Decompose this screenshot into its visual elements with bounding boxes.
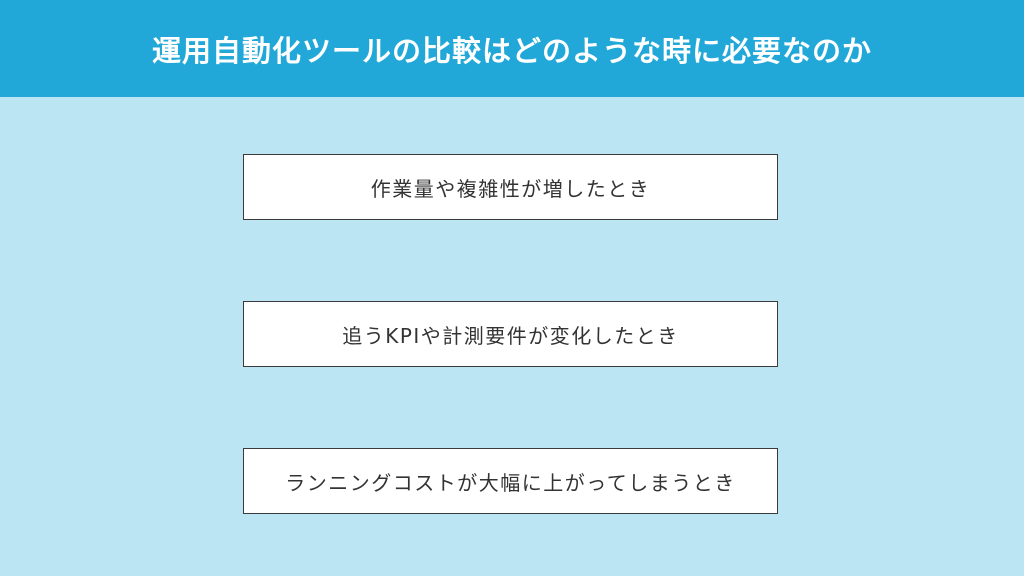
list-item: 追うKPIや計測要件が変化したとき <box>243 301 778 367</box>
header-banner: 運用自動化ツールの比較はどのような時に必要なのか <box>0 0 1024 97</box>
list-item: ランニングコストが大幅に上がってしまうとき <box>243 448 778 514</box>
list-item-label: ランニングコストが大幅に上がってしまうとき <box>285 470 736 495</box>
list-item: 作業量や複雑性が増したとき <box>243 154 778 220</box>
page-title: 運用自動化ツールの比較はどのような時に必要なのか <box>151 33 872 68</box>
list-item-label: 追うKPIや計測要件が変化したとき <box>342 323 679 348</box>
list-item-label: 作業量や複雑性が増したとき <box>370 176 651 201</box>
